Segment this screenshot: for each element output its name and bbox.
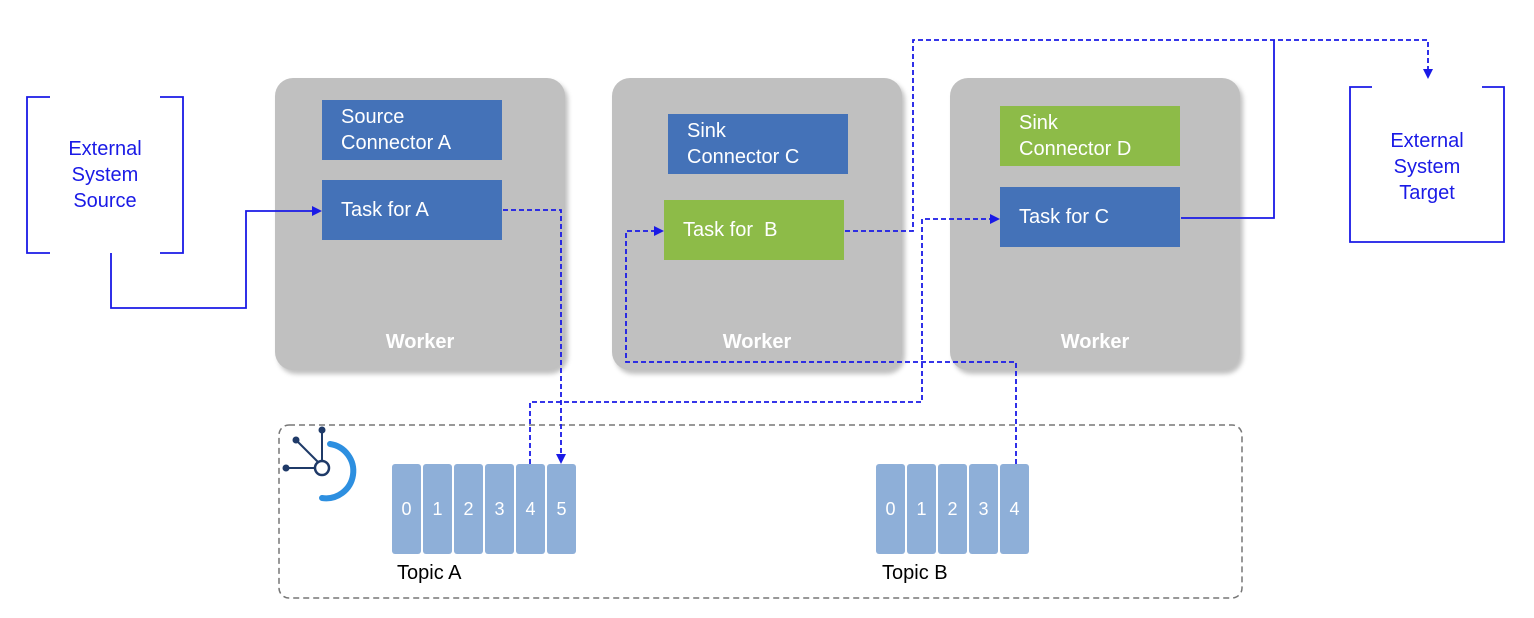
partition-label: 5 — [556, 498, 567, 519]
sink-connector-d[interactable]: Sink Connector D — [1000, 106, 1180, 166]
partition-label: 0 — [885, 498, 896, 519]
partition-label: 1 — [432, 498, 443, 519]
topic-b-partition[interactable]: 2 — [938, 464, 967, 554]
partition-label: 0 — [401, 498, 412, 519]
partition-label: 4 — [525, 498, 536, 519]
topic-a-label: Topic A — [397, 562, 462, 584]
sink-connector-c-line1: Sink — [687, 120, 726, 142]
topic-b-label: Topic B — [882, 562, 948, 584]
external-target-label: External System Target — [1352, 128, 1502, 206]
topic-b-partition[interactable]: 0 — [876, 464, 905, 554]
source-connector-a-line2: Connector A — [341, 132, 452, 154]
sink-connector-d-line1: Sink — [1019, 112, 1058, 134]
task-for-c[interactable]: Task for C — [1000, 187, 1180, 247]
worker-2-label: Worker — [722, 331, 792, 353]
sink-connector-c[interactable]: Sink Connector C — [668, 114, 848, 174]
source-connector-a-line1: Source — [341, 106, 405, 128]
worker-1-label: Worker — [385, 331, 455, 353]
topic-a-partition[interactable]: 0 — [392, 464, 421, 554]
partition-label: 2 — [463, 498, 474, 519]
topic-a-partition[interactable]: 2 — [454, 464, 483, 554]
topic-a-partition[interactable]: 3 — [485, 464, 514, 554]
partition-label: 2 — [947, 498, 958, 519]
topic-a-partition[interactable]: 5 — [547, 464, 576, 554]
kafka-cluster-icon — [282, 426, 357, 502]
partition-label: 1 — [916, 498, 927, 519]
task-for-b-label: Task for B — [683, 219, 778, 241]
source-connector-a[interactable]: Source Connector A — [322, 100, 502, 160]
partition-label: 3 — [494, 498, 505, 519]
partition-label: 3 — [978, 498, 989, 519]
topic-a-partition[interactable]: 4 — [516, 464, 545, 554]
sink-connector-d-line2: Connector D — [1019, 138, 1132, 160]
external-source-line3: Source — [73, 190, 137, 212]
worker-3-label: Worker — [1060, 331, 1130, 353]
partition-label: 4 — [1009, 498, 1020, 519]
external-source-label: External System Source — [30, 136, 180, 214]
sink-connector-c-line2: Connector C — [687, 146, 800, 168]
topic-a-partition[interactable]: 1 — [423, 464, 452, 554]
task-for-c-label: Task for C — [1019, 206, 1110, 228]
external-target-line3: Target — [1399, 182, 1455, 204]
task-for-a-label: Task for A — [341, 199, 429, 221]
topic-b-partition[interactable]: 3 — [969, 464, 998, 554]
task-for-a[interactable]: Task for A — [322, 180, 502, 240]
topic-b-partition[interactable]: 4 — [1000, 464, 1029, 554]
topic-b-partition[interactable]: 1 — [907, 464, 936, 554]
external-target-line2: System — [1393, 156, 1461, 178]
external-source-line1: External — [68, 138, 142, 160]
external-target-line1: External — [1390, 130, 1464, 152]
external-source-line2: System — [71, 164, 139, 186]
task-for-b[interactable]: Task for B — [664, 200, 844, 260]
